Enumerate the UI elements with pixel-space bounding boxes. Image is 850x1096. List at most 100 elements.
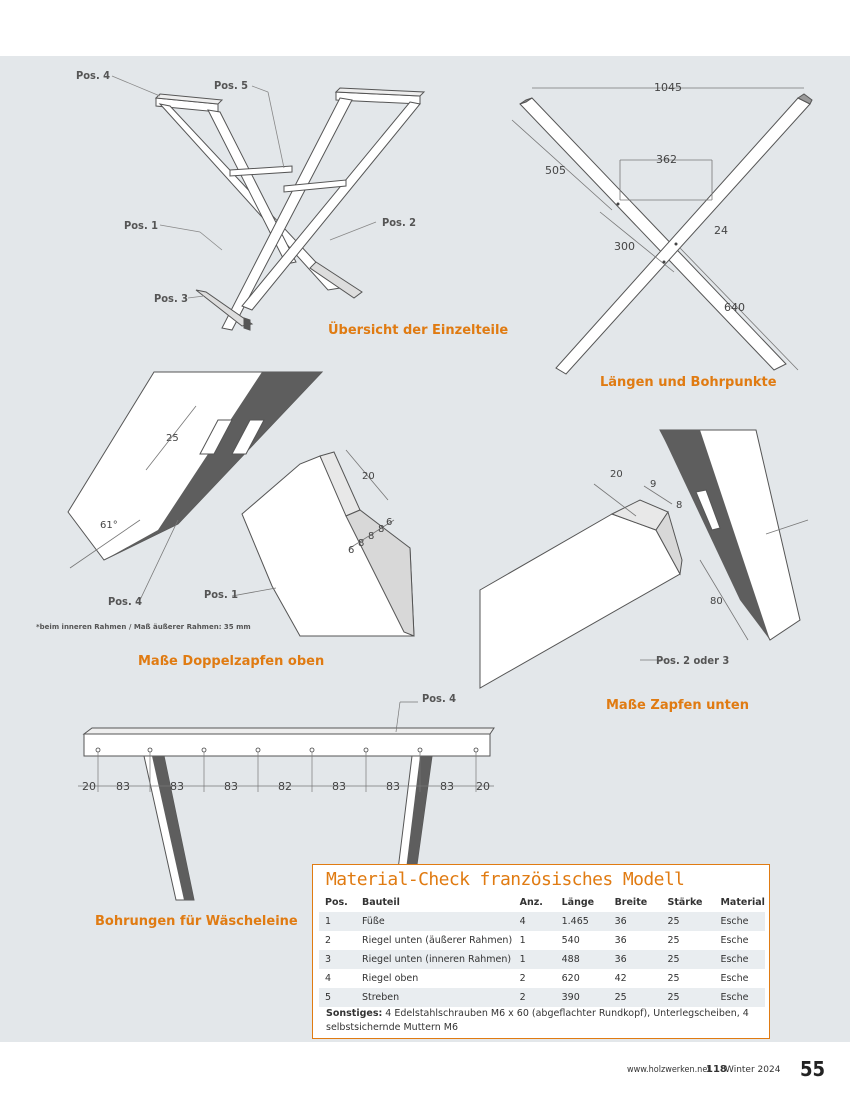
lower-tenon-dim-20: 20: [610, 469, 623, 480]
material-other: Sonstiges: 4 Edelstahlschrauben M6 x 60 …: [326, 1007, 756, 1035]
double-tenon-drawing: [67, 371, 415, 637]
double-tenon-dim-6a: 6: [348, 545, 354, 556]
caption-double-tenon: Maße Doppelzapfen oben: [138, 654, 325, 669]
material-check-title: Material-Check französisches Modell: [326, 869, 685, 890]
holes-dim-6: 83: [386, 780, 400, 793]
double-tenon-dimension-lines: [69, 405, 395, 601]
caption-overview: Übersicht der Einzelteile: [328, 323, 509, 338]
lengths-dim-505: 505: [545, 164, 566, 177]
cell: 25: [667, 935, 680, 946]
cell: 1: [513, 950, 556, 969]
double-tenon-label-pos4: Pos. 4: [108, 595, 142, 608]
double-tenon-dim-6b: 6: [386, 517, 392, 528]
lengths-dim-24: 24: [714, 224, 728, 237]
double-tenon-dim-angle: 61°: [100, 520, 118, 531]
col-pos: Pos.: [325, 897, 348, 908]
cell: 1.465: [555, 912, 609, 931]
table-header-row: Pos. Bauteil Anz. Länge Breite Stärke Ma…: [319, 893, 765, 912]
cell: 25: [661, 988, 715, 1007]
double-tenon-dim-8a: 8: [358, 538, 364, 549]
cell: Riegel unten (äußerer Rahmen): [361, 935, 513, 946]
footer-url[interactable]: www.holzwerken.net: [627, 1065, 711, 1075]
holes-dim-5: 83: [332, 780, 346, 793]
holes-dimension-lines: [78, 701, 494, 792]
holes-dim-4: 82: [278, 780, 292, 793]
col-laenge: Länge: [561, 897, 595, 908]
cell: 36: [614, 935, 627, 946]
lower-tenon-drawing: [479, 429, 801, 689]
cell: Esche: [720, 935, 749, 946]
cell: 4: [325, 973, 332, 984]
table-row: 3 Riegel unten (inneren Rahmen) 1 488 36…: [319, 950, 765, 969]
holes-dim-0: 20: [82, 780, 96, 793]
footer-season: Winter 2024: [725, 1065, 781, 1075]
page-footer: www.holzwerken.net 118 Winter 2024 55: [0, 1057, 850, 1083]
cell: 1: [319, 912, 356, 931]
col-bauteil: Bauteil: [361, 897, 400, 908]
cell: 25: [661, 912, 715, 931]
cell: 2: [519, 973, 526, 984]
cell: 620: [561, 973, 580, 984]
caption-lower-tenon: Maße Zapfen unten: [606, 698, 749, 713]
material-other-label: Sonstiges:: [326, 1008, 383, 1019]
cell: Esche: [714, 912, 765, 931]
holes-dim-3: 83: [224, 780, 238, 793]
table-row: 2 Riegel unten (äußerer Rahmen) 1 540 36…: [319, 931, 765, 950]
col-staerke: Stärke: [667, 897, 703, 908]
cell: 36: [608, 912, 662, 931]
cell: 25: [608, 988, 662, 1007]
cell: 2: [325, 935, 332, 946]
cell: Füße: [355, 912, 514, 931]
col-breite: Breite: [614, 897, 648, 908]
col-material: Material: [720, 897, 765, 908]
material-other-text: 4 Edelstahlschrauben M6 x 60 (abgeflacht…: [326, 1008, 749, 1033]
cell: Riegel oben: [361, 973, 419, 984]
footer-issue: 118: [706, 1064, 727, 1075]
lengths-drawing: [519, 93, 813, 375]
cell: 3: [319, 950, 356, 969]
overview-label-pos5: Pos. 5: [214, 79, 248, 92]
cell: 36: [608, 950, 662, 969]
lengths-dim-300: 300: [614, 240, 635, 253]
double-tenon-label-pos1: Pos. 1: [204, 588, 238, 601]
table-row: 5 Streben 2 390 25 25 Esche: [319, 988, 765, 1007]
cell: Esche: [714, 988, 765, 1007]
holes-dim-2: 83: [170, 780, 184, 793]
caption-lengths: Längen und Bohrpunkte: [600, 375, 777, 390]
cell: 5: [319, 988, 356, 1007]
holes-dim-8: 20: [476, 780, 490, 793]
double-tenon-footnote: *beim inneren Rahmen / Maß äußerer Rahme…: [36, 623, 251, 631]
cell: Esche: [714, 950, 765, 969]
cell: Esche: [720, 973, 749, 984]
cell: Streben: [355, 988, 514, 1007]
holes-dim-7: 83: [440, 780, 454, 793]
overview-label-pos4: Pos. 4: [76, 69, 110, 82]
cell: Riegel unten (inneren Rahmen): [355, 950, 514, 969]
lengths-dim-1045: 1045: [654, 81, 682, 94]
overview-label-pos3: Pos. 3: [154, 292, 188, 305]
lower-tenon-label-pos2-3: Pos. 2 oder 3: [656, 654, 729, 667]
page-number: 55: [800, 1057, 826, 1081]
double-tenon-dim-8b: 8: [368, 531, 374, 542]
double-tenon-dim-20: 20: [362, 471, 375, 482]
lengths-dimension-lines: [511, 87, 804, 371]
lower-tenon-dim-8: 8: [676, 500, 682, 511]
cell: 540: [561, 935, 580, 946]
holes-label-pos4: Pos. 4: [422, 692, 456, 705]
lengths-drill-points: [616, 202, 678, 264]
double-tenon-dim-8c: 8: [378, 524, 384, 535]
cell: 390: [555, 988, 609, 1007]
cell: 1: [519, 935, 526, 946]
overview-drawing: [154, 87, 426, 331]
col-anz: Anz.: [519, 897, 543, 908]
cell: 42: [614, 973, 627, 984]
holes-drawing: [82, 727, 495, 901]
table-row: 4 Riegel oben 2 620 42 25 Esche: [319, 969, 765, 988]
lengths-dim-362: 362: [656, 153, 677, 166]
lower-tenon-dim-9: 9: [650, 479, 656, 490]
cell: 488: [555, 950, 609, 969]
lower-tenon-dimension-lines: [593, 483, 809, 661]
material-check-box: Material-Check französisches Modell Pos.…: [312, 864, 770, 1039]
double-tenon-dim-25: 25: [166, 433, 179, 444]
